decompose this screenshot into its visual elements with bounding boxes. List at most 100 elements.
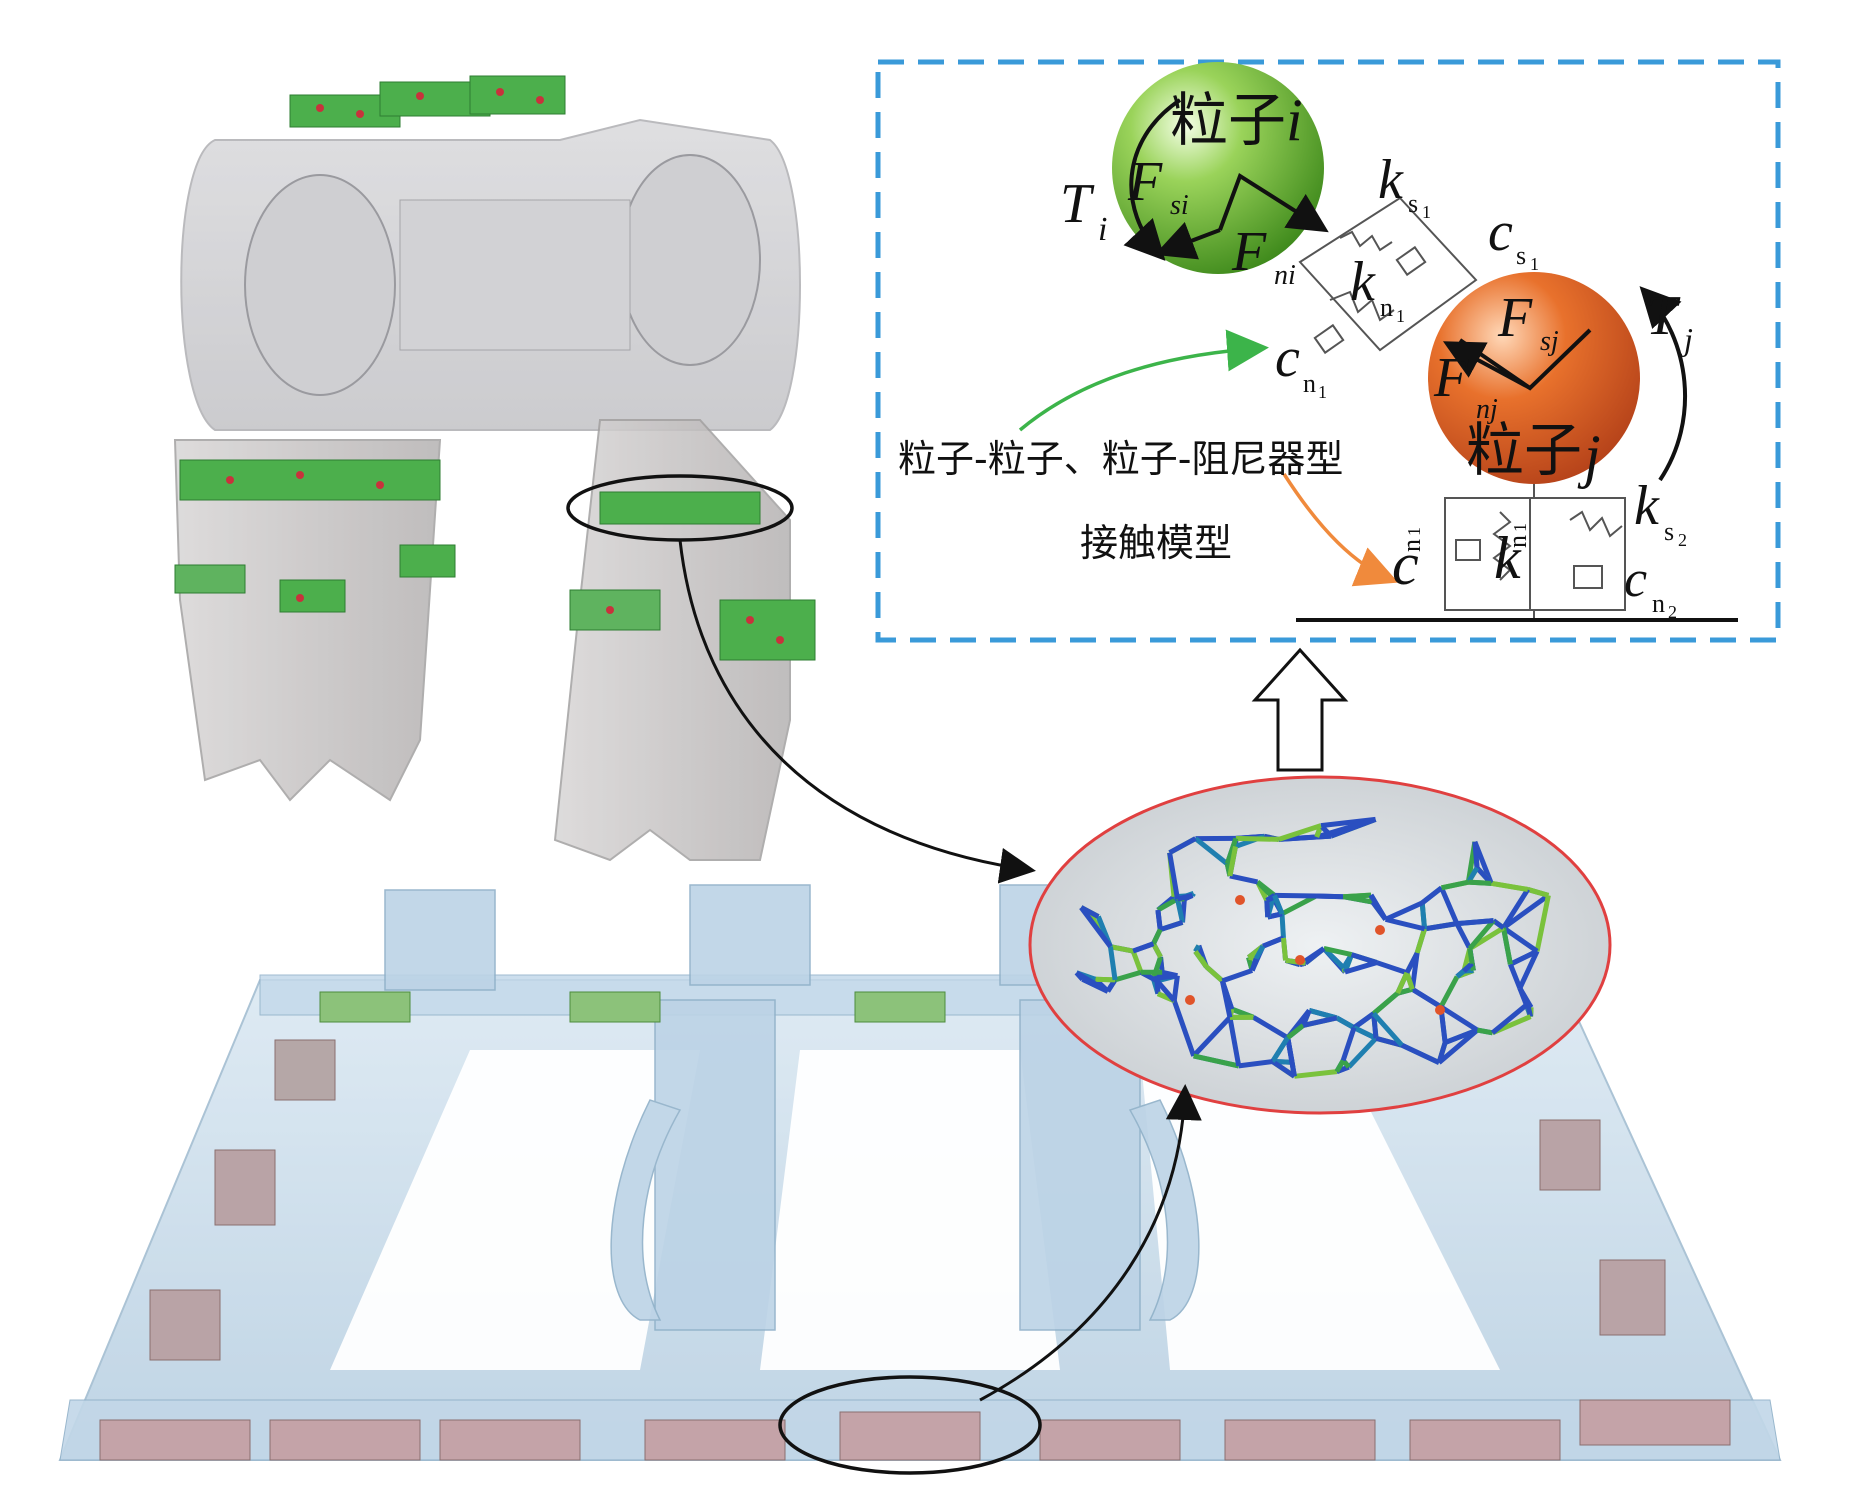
- mesh-link: [1437, 1028, 1479, 1065]
- svg-text:i: i: [1098, 211, 1107, 248]
- mesh-link: [1155, 979, 1177, 1003]
- mesh-link: [1501, 888, 1530, 930]
- svg-text:si: si: [1170, 190, 1189, 221]
- bottom-damper-highlight-circle: [778, 1375, 1042, 1475]
- damper-block: [1579, 1399, 1731, 1446]
- mesh-link: [1340, 1026, 1357, 1062]
- mesh-link: [1193, 1053, 1240, 1069]
- damper-block: [439, 1419, 581, 1461]
- particle-j-label: 粒子: [1466, 416, 1582, 484]
- svg-text:k: k: [1494, 525, 1522, 591]
- mesh-link: [1468, 879, 1492, 886]
- contact-model-caption-line1: 粒子-粒子、粒子-阻尼器型: [898, 437, 1343, 481]
- mesh-link: [1107, 946, 1118, 981]
- mesh-link: [1274, 892, 1317, 899]
- damper-block: [1539, 1119, 1601, 1191]
- curved-arm-right: [1128, 1099, 1200, 1321]
- damper-block: [319, 991, 411, 1023]
- mesh-link: [1167, 852, 1180, 900]
- mesh-link: [1368, 893, 1388, 921]
- svg-text:F: F: [1231, 221, 1267, 283]
- symbol-cn2: c n 2: [1624, 551, 1677, 622]
- mesh-link: [1352, 1011, 1376, 1030]
- symbol-ks1: k s 1: [1378, 149, 1431, 222]
- mesh-contact-point: [1295, 955, 1305, 965]
- particle-i-var: i: [1286, 87, 1303, 153]
- mesh-link: [1509, 948, 1539, 967]
- connector-arrow-leg-to-zoom: [678, 539, 1036, 884]
- mesh-link: [1278, 823, 1322, 842]
- svg-text:T: T: [1646, 285, 1681, 347]
- mesh-link: [1294, 1069, 1338, 1079]
- orange-pointer-arrow: [1282, 473, 1399, 587]
- spring-damper-particle-particle: [1298, 196, 1478, 355]
- mesh-link: [1253, 944, 1266, 960]
- force-vector-fsi: [1154, 221, 1221, 260]
- svg-text:1: 1: [1404, 527, 1424, 536]
- mesh-link: [1280, 893, 1318, 916]
- mesh-link: [1419, 902, 1428, 930]
- symbol-cs1: c s 1: [1488, 201, 1539, 274]
- mesh-link: [1262, 935, 1285, 949]
- mesh-link: [1420, 885, 1444, 905]
- gearbox-housing: [173, 75, 816, 862]
- mesh-link: [1270, 1036, 1290, 1063]
- bracket-2: [689, 884, 811, 986]
- mesh-link: [1193, 944, 1201, 953]
- mesh-link: [1343, 892, 1372, 900]
- symbol-cn1-wall: c n 1: [1392, 527, 1426, 597]
- symbol-kn1-wall: k n 1: [1494, 523, 1532, 591]
- zoomed-damper-mesh: [1028, 775, 1612, 1115]
- mesh-link: [1302, 1015, 1338, 1028]
- mesh-link: [1384, 900, 1424, 922]
- mesh-link: [1171, 975, 1180, 1001]
- mesh-link: [1319, 823, 1334, 838]
- mesh-contact-point: [1375, 925, 1385, 935]
- housing-bore-left: [244, 174, 396, 396]
- mesh-link: [1502, 925, 1539, 954]
- bracket-1: [384, 889, 496, 991]
- mesh-link: [1150, 956, 1163, 980]
- mesh-link: [1404, 951, 1420, 974]
- mesh-link: [1424, 921, 1458, 932]
- mesh-link: [1436, 1041, 1448, 1064]
- svg-text:F: F: [1433, 347, 1469, 409]
- mesh-link: [1384, 916, 1426, 932]
- mesh-link: [1229, 873, 1259, 885]
- mesh-link: [1224, 837, 1239, 865]
- mesh-link: [1219, 980, 1235, 1010]
- damper-block: [854, 991, 946, 1023]
- mesh-link: [1109, 944, 1134, 954]
- mesh-link: [1467, 919, 1496, 951]
- svg-text:s: s: [1408, 189, 1418, 218]
- mesh-link: [1168, 836, 1197, 855]
- svg-text:n: n: [1397, 539, 1426, 552]
- svg-text:nj: nj: [1476, 394, 1498, 425]
- svg-text:n: n: [1652, 589, 1665, 618]
- mesh-link: [1472, 841, 1480, 868]
- housing-bore-right: [619, 154, 761, 366]
- contact-model-caption-line2: 接触模型: [1080, 521, 1232, 565]
- mesh-link: [1508, 963, 1523, 990]
- svg-text:ni: ni: [1274, 260, 1296, 291]
- frame-opening-center: [760, 1050, 1060, 1370]
- mesh-link: [1272, 894, 1285, 915]
- damper-block: [99, 1419, 251, 1461]
- bracket-4: [654, 999, 776, 1331]
- mesh-link: [1264, 900, 1271, 918]
- mesh-link: [1444, 1027, 1479, 1045]
- svg-text:F: F: [1127, 151, 1163, 213]
- mesh-contact-point: [1435, 1005, 1445, 1015]
- mesh-link: [1280, 937, 1289, 961]
- spring-damper-particle-wall: [1444, 484, 1626, 620]
- svg-text:1: 1: [1510, 523, 1530, 532]
- housing-leg-left: [173, 439, 442, 802]
- leg-damper: [279, 579, 346, 613]
- rotation-arrow-j: [1639, 286, 1687, 482]
- leg-damper: [719, 599, 816, 661]
- svg-text:c: c: [1275, 327, 1300, 389]
- mesh-link: [1439, 1004, 1479, 1033]
- mesh-link: [1414, 928, 1427, 954]
- damper-block: [269, 1419, 421, 1461]
- mesh-link: [1441, 879, 1469, 891]
